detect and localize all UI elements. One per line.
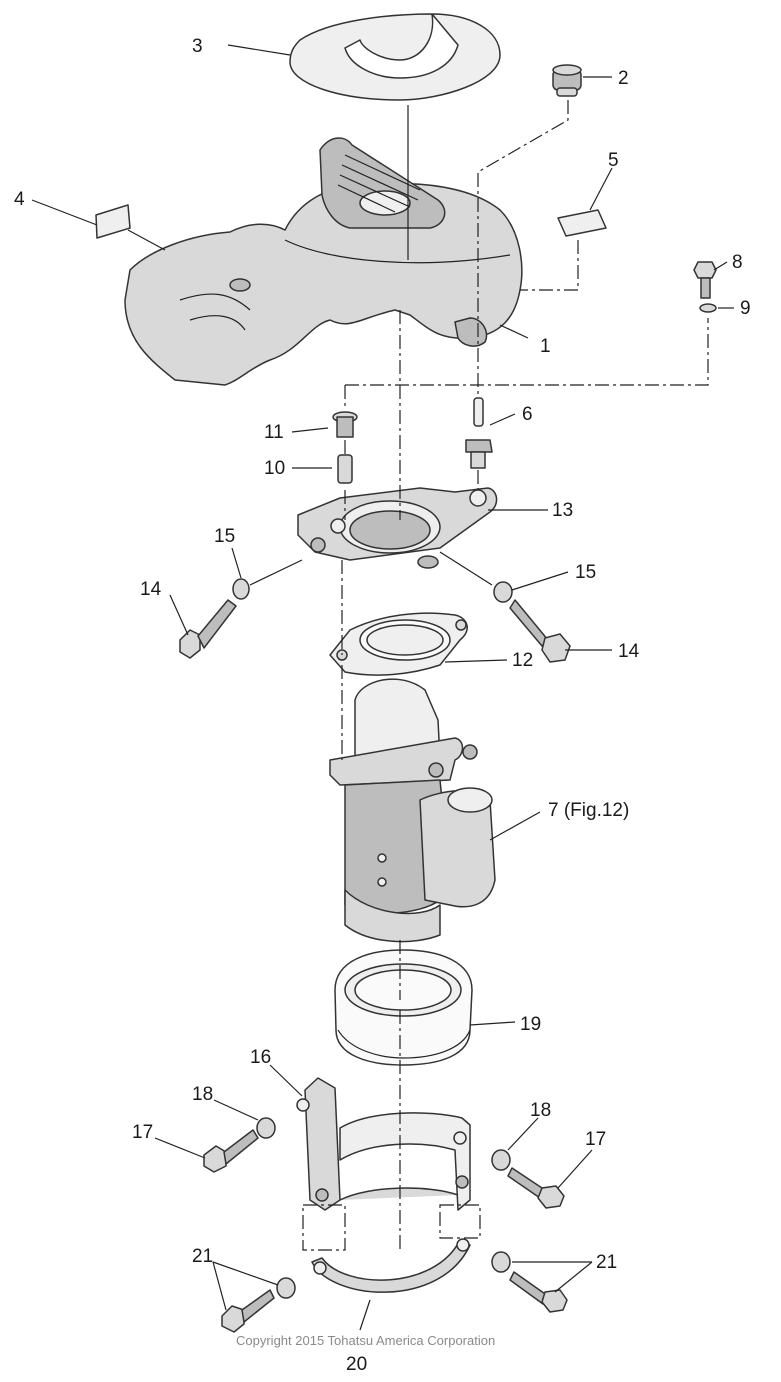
part-15-washer-left: [232, 578, 250, 600]
alignment-lines: [302, 100, 709, 1251]
part-21-bolt-left: [221, 1289, 275, 1333]
callout-17-left: 17: [132, 1122, 153, 1143]
callout-19: 19: [520, 1014, 541, 1035]
copyright-text: Copyright 2015 Tohatsu America Corporati…: [236, 1333, 495, 1348]
leader-lines: [31, 44, 734, 1331]
part-18-washer-left: [256, 1117, 276, 1139]
callout-21-left: 21: [192, 1246, 213, 1267]
callouts: 1 2 3 4 5 6 7 (Fig.12) 8 9 10 11 12 13 1…: [14, 36, 751, 1375]
callout-13: 13: [552, 500, 573, 521]
callout-20: 20: [346, 1354, 367, 1375]
callout-9: 9: [740, 298, 751, 319]
callout-15-right: 15: [575, 562, 596, 583]
callout-14-left: 14: [140, 579, 162, 600]
part-21-bolt-right: [509, 1271, 568, 1313]
part-7-starter-motor: [329, 678, 496, 943]
callout-8: 8: [732, 252, 743, 273]
callout-5: 5: [608, 150, 619, 171]
part-5-label: [557, 209, 607, 237]
part-18-washer-right: [491, 1149, 511, 1171]
callout-3: 3: [192, 36, 203, 57]
part-21-washer-right: [491, 1251, 511, 1273]
part-16-bracket: [296, 1077, 471, 1211]
callout-7: 7 (Fig.12): [548, 800, 629, 821]
part-8-bolt: [693, 261, 717, 299]
part-15-washer-right: [493, 581, 513, 603]
part-14-bolt-left: [179, 599, 237, 659]
callout-11: 11: [264, 422, 284, 443]
callout-1: 1: [540, 336, 551, 357]
part-17-bolt-right: [507, 1167, 565, 1209]
callout-17-right: 17: [585, 1129, 606, 1150]
part-6-stud: [465, 397, 493, 469]
callout-21-right: 21: [596, 1252, 617, 1273]
part-21-washer-left: [276, 1277, 296, 1299]
callout-10: 10: [264, 458, 285, 479]
part-9-washer: [699, 303, 717, 313]
part-10-sleeve: [337, 454, 353, 484]
callout-18-right: 18: [530, 1100, 551, 1121]
callout-14-right: 14: [618, 641, 640, 662]
part-14-bolt-right: [509, 599, 571, 663]
part-20-band: [311, 1238, 471, 1293]
callout-6: 6: [522, 404, 533, 425]
part-1-cover: [124, 137, 523, 386]
callout-12: 12: [512, 650, 533, 671]
callout-4: 4: [14, 189, 25, 210]
part-2-grommet: [552, 64, 582, 97]
part-12-gasket: [329, 612, 468, 676]
callout-18-left: 18: [192, 1084, 213, 1105]
part-13-bracket: [297, 487, 498, 569]
part-17-bolt-left: [203, 1129, 259, 1173]
part-4-label: [95, 204, 131, 239]
part-11-collar: [332, 411, 358, 438]
part-19-foam-ring: [334, 949, 473, 1066]
callout-2: 2: [618, 68, 629, 89]
callout-15-left: 15: [214, 526, 235, 547]
callout-16: 16: [250, 1047, 271, 1068]
part-3-seal: [289, 13, 501, 101]
